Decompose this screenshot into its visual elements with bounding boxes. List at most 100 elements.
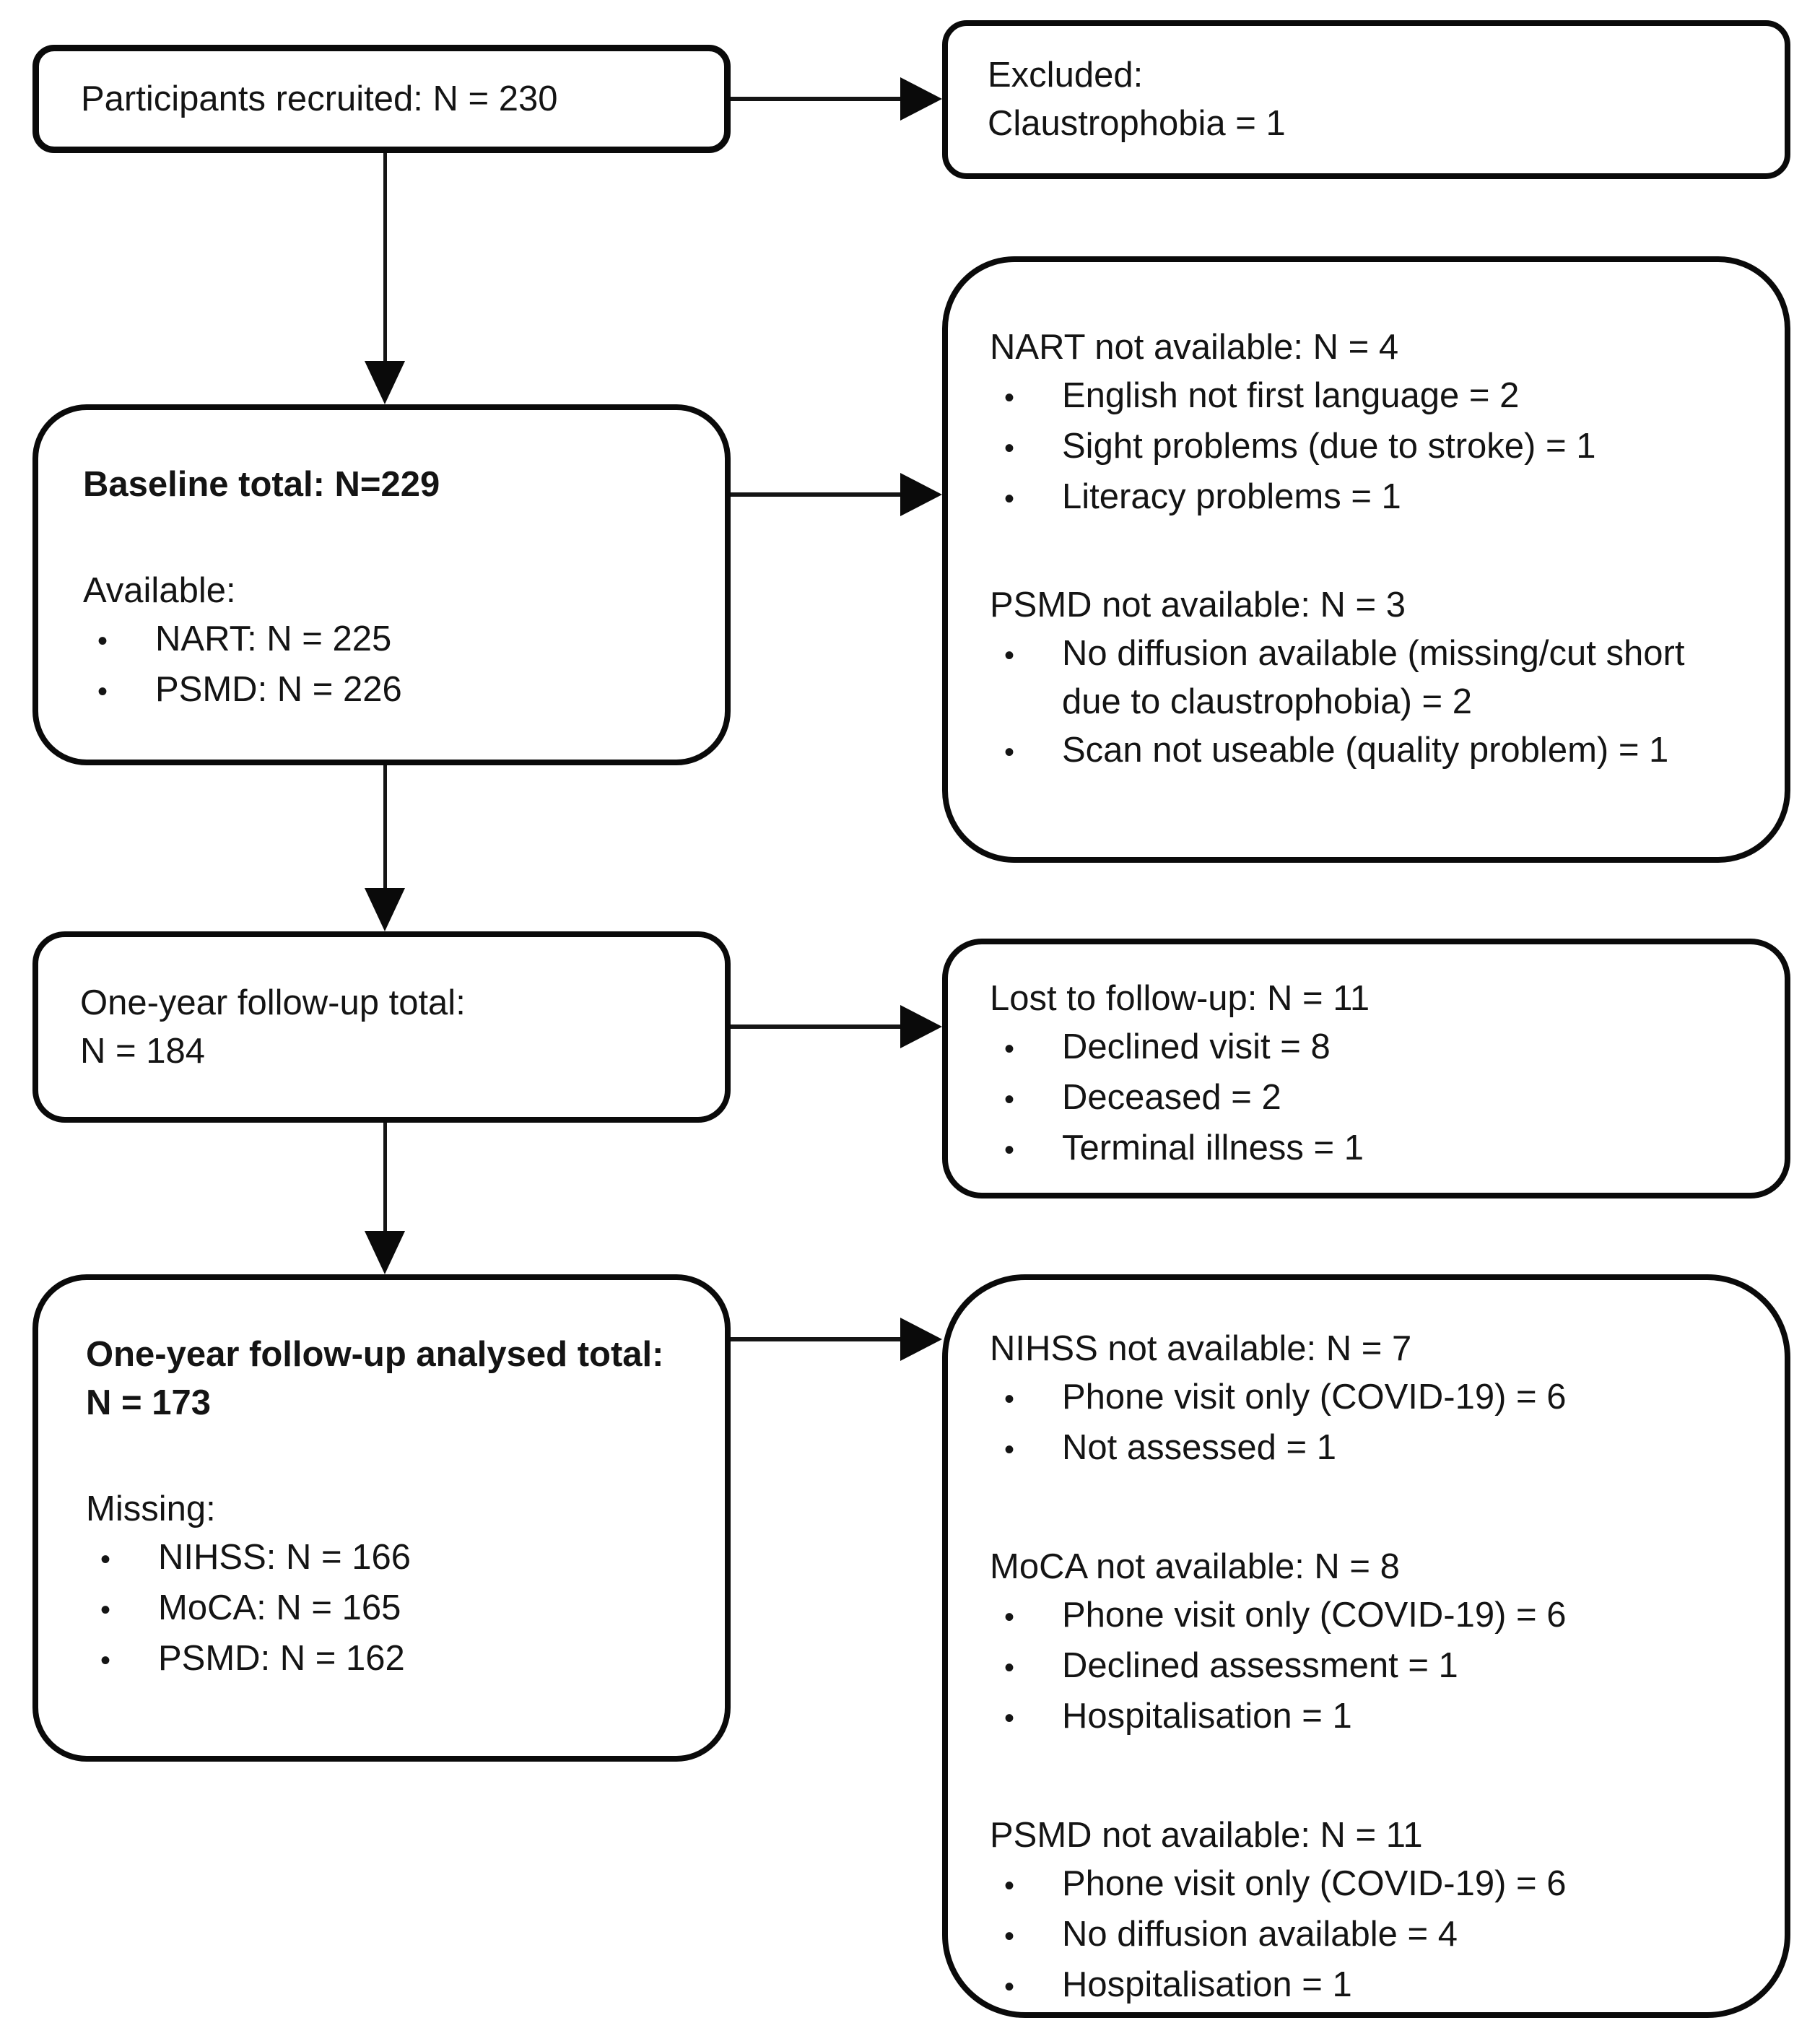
bullet-icon bbox=[990, 372, 1062, 422]
nihss-not-available-heading: NIHSS not available: N = 7 bbox=[990, 1329, 1412, 1368]
bullet-icon bbox=[990, 473, 1062, 523]
bullet-icon bbox=[990, 1642, 1062, 1692]
list-item: Phone visit only (COVID-19) = 6 bbox=[990, 1591, 1756, 1642]
psmd-followup-reason-3: Hospitalisation = 1 bbox=[1062, 1965, 1352, 2004]
bullet-icon bbox=[990, 1124, 1062, 1175]
bullet-icon bbox=[990, 1074, 1062, 1124]
arrowhead-right-icon bbox=[900, 1005, 942, 1048]
lost-reason-2: Deceased = 2 bbox=[1062, 1078, 1281, 1117]
missing-moca: MoCA: N = 165 bbox=[158, 1588, 401, 1627]
psmd-reason-2: Scan not useable (quality problem) = 1 bbox=[1062, 731, 1669, 770]
nihss-reason-2: Not assessed = 1 bbox=[1062, 1428, 1336, 1467]
connector-recruited-to-baseline bbox=[383, 153, 387, 364]
nart-not-available-heading: NART not available: N = 4 bbox=[990, 328, 1399, 367]
connector-recruited-to-excluded bbox=[731, 97, 904, 101]
connector-analysed-to-exclusions bbox=[731, 1337, 904, 1341]
arrowhead-down-icon bbox=[365, 888, 405, 931]
list-item: Declined visit = 8 bbox=[990, 1023, 1756, 1074]
list-item: Deceased = 2 bbox=[990, 1074, 1756, 1124]
list-item: English not first language = 2 bbox=[990, 372, 1698, 422]
bullet-icon bbox=[86, 1533, 158, 1584]
nart-reason-3: Literacy problems = 1 bbox=[1062, 477, 1401, 516]
missing-psmd: PSMD: N = 162 bbox=[158, 1639, 405, 1678]
nart-reason-1: English not first language = 2 bbox=[1062, 376, 1520, 415]
spacer bbox=[83, 509, 696, 567]
box-analysed-exclusions: NIHSS not available: N = 7 Phone visit o… bbox=[942, 1274, 1790, 2018]
baseline-available-label: Available: bbox=[83, 571, 236, 610]
box-participants-recruited: Participants recruited: N = 230 bbox=[32, 45, 731, 153]
list-item: PSMD: N = 226 bbox=[83, 666, 696, 716]
psmd-not-available-heading: PSMD not available: N = 3 bbox=[990, 586, 1406, 625]
moca-reason-3: Hospitalisation = 1 bbox=[1062, 1697, 1352, 1736]
baseline-available-nart: NART: N = 225 bbox=[155, 619, 392, 658]
bullet-icon bbox=[83, 615, 155, 666]
bullet-icon bbox=[86, 1635, 158, 1685]
bullet-icon bbox=[990, 422, 1062, 473]
analysed-total-title: One-year follow-up analysed total: N = 1… bbox=[86, 1335, 664, 1422]
bullet-icon bbox=[990, 630, 1062, 680]
moca-reason-2: Declined assessment = 1 bbox=[1062, 1646, 1458, 1685]
baseline-total-title: Baseline total: N=229 bbox=[83, 465, 440, 504]
box-analysed-total: One-year follow-up analysed total: N = 1… bbox=[32, 1274, 731, 1762]
nihss-reason-1: Phone visit only (COVID-19) = 6 bbox=[1062, 1378, 1567, 1417]
arrowhead-right-icon bbox=[900, 473, 942, 516]
moca-not-available-heading: MoCA not available: N = 8 bbox=[990, 1547, 1400, 1586]
bullet-icon bbox=[990, 726, 1062, 777]
list-item: Hospitalisation = 1 bbox=[990, 1692, 1756, 1743]
list-item: NART: N = 225 bbox=[83, 615, 696, 666]
box-baseline-total: Baseline total: N=229 Available: NART: N… bbox=[32, 404, 731, 765]
lost-reason-3: Terminal illness = 1 bbox=[1062, 1128, 1364, 1167]
box-lost-to-follow-up: Lost to follow-up: N = 11 Declined visit… bbox=[942, 939, 1790, 1198]
psmd-followup-reason-1: Phone visit only (COVID-19) = 6 bbox=[1062, 1864, 1567, 1903]
list-item: Declined assessment = 1 bbox=[990, 1642, 1756, 1692]
bullet-icon bbox=[990, 1860, 1062, 1910]
list-item: MoCA: N = 165 bbox=[86, 1584, 696, 1635]
lost-reason-1: Declined visit = 8 bbox=[1062, 1027, 1331, 1066]
spacer bbox=[990, 1743, 1756, 1811]
list-item: Terminal illness = 1 bbox=[990, 1124, 1756, 1175]
bullet-icon bbox=[83, 666, 155, 716]
nart-reason-2: Sight problems (due to stroke) = 1 bbox=[1062, 427, 1596, 466]
bullet-icon bbox=[990, 1692, 1062, 1743]
connector-one-year-to-analysed bbox=[383, 1123, 387, 1234]
list-item: No diffusion available = 4 bbox=[990, 1910, 1756, 1961]
list-item: Literacy problems = 1 bbox=[990, 473, 1698, 523]
bullet-icon bbox=[990, 1591, 1062, 1642]
one-year-total-line2: N = 184 bbox=[80, 1031, 205, 1071]
arrowhead-down-icon bbox=[365, 361, 405, 404]
psmd-reason-1: No diffusion available (missing/cut shor… bbox=[1062, 634, 1685, 721]
list-item: Hospitalisation = 1 bbox=[990, 1961, 1756, 2011]
list-item: No diffusion available (missing/cut shor… bbox=[990, 630, 1698, 726]
analysed-missing-label: Missing: bbox=[86, 1489, 216, 1528]
list-item: Phone visit only (COVID-19) = 6 bbox=[990, 1860, 1756, 1910]
connector-baseline-to-exclusions bbox=[731, 492, 904, 497]
list-item: NIHSS: N = 166 bbox=[86, 1533, 696, 1584]
bullet-icon bbox=[990, 1961, 1062, 2011]
list-item: Scan not useable (quality problem) = 1 bbox=[990, 726, 1698, 777]
box-excluded: Excluded: Claustrophobia = 1 bbox=[942, 20, 1790, 179]
bullet-icon bbox=[990, 1910, 1062, 1961]
box-one-year-total: One-year follow-up total: N = 184 bbox=[32, 931, 731, 1123]
lost-heading: Lost to follow-up: N = 11 bbox=[990, 979, 1370, 1018]
excluded-label: Excluded: bbox=[988, 56, 1144, 95]
participants-recruited-text: Participants recruited: N = 230 bbox=[81, 79, 558, 118]
spacer bbox=[86, 1427, 696, 1485]
list-item: Phone visit only (COVID-19) = 6 bbox=[990, 1373, 1756, 1424]
list-item: Sight problems (due to stroke) = 1 bbox=[990, 422, 1698, 473]
box-baseline-exclusions: NART not available: N = 4 English not fi… bbox=[942, 256, 1790, 863]
moca-reason-1: Phone visit only (COVID-19) = 6 bbox=[1062, 1596, 1567, 1635]
bullet-icon bbox=[990, 1373, 1062, 1424]
arrowhead-right-icon bbox=[900, 77, 942, 121]
psmd-followup-not-available-heading: PSMD not available: N = 11 bbox=[990, 1816, 1423, 1855]
baseline-available-psmd: PSMD: N = 226 bbox=[155, 670, 402, 709]
bullet-icon bbox=[990, 1424, 1062, 1474]
list-item: Not assessed = 1 bbox=[990, 1424, 1756, 1474]
arrowhead-down-icon bbox=[365, 1231, 405, 1274]
connector-one-year-to-lost bbox=[731, 1024, 904, 1029]
arrowhead-right-icon bbox=[900, 1318, 942, 1361]
one-year-total-line1: One-year follow-up total: bbox=[80, 983, 466, 1022]
bullet-icon bbox=[86, 1584, 158, 1635]
list-item: PSMD: N = 162 bbox=[86, 1635, 696, 1685]
excluded-reason: Claustrophobia = 1 bbox=[988, 104, 1286, 143]
